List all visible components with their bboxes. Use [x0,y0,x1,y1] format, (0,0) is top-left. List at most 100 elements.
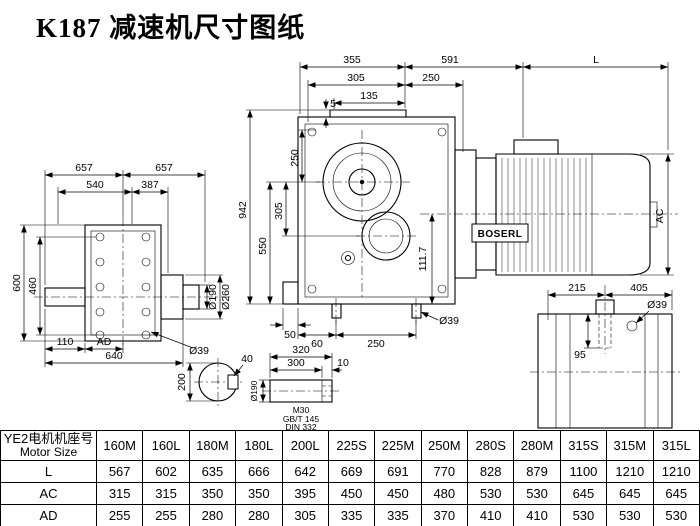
standard-gbt145: GB/T 145 [283,414,319,424]
dim-250-top: 250 [422,72,440,84]
cell-AC-10: 645 [559,482,608,505]
dim-305-top: 305 [347,72,365,84]
cell-AC-3: 350 [235,482,283,505]
cell-AC-7: 480 [420,482,469,505]
dim-405: 405 [630,282,648,294]
cell-AD-12: 530 [652,504,700,526]
dim-L: L [593,54,599,66]
cell-L-11: 1210 [606,460,654,483]
cell-L-5: 669 [327,460,376,483]
rear-view: 215 405 Ø39 95 [530,282,680,429]
cell-L-4: 642 [281,460,329,483]
column-header-280M: 280M [513,430,561,461]
dim-40: 40 [241,353,253,365]
cell-AD-1: 255 [142,504,190,526]
cell-AD-6: 335 [374,504,422,526]
column-header-315L: 315L [652,430,700,461]
cell-L-6: 691 [374,460,422,483]
dim-60: 60 [311,338,323,350]
dim-387: 387 [141,179,159,191]
column-header-315S: 315S [559,430,608,461]
dim-AC: AC [654,208,666,223]
thread-spec: M30 [293,405,310,415]
table-header-en: Motor Size [19,445,78,460]
column-header-200L: 200L [281,430,329,461]
cell-L-12: 1210 [652,460,700,483]
cell-AC-6: 450 [374,482,422,505]
front-view: 657 657 540 387 600 460 110 AD 64 [11,162,232,367]
dim-600: 600 [11,274,23,292]
cell-L-9: 879 [513,460,561,483]
column-header-250M: 250M [420,430,469,461]
cell-AD-11: 530 [606,504,654,526]
dim-300: 300 [287,357,305,369]
column-header-315M: 315M [606,430,654,461]
cell-L-8: 828 [466,460,515,483]
cell-AD-9: 410 [513,504,561,526]
dim-110: 110 [57,336,74,348]
dim-111-7: 111.7 [417,246,429,271]
dim-95: 95 [574,349,586,361]
dim-320: 320 [292,344,310,356]
dim-657-left: 657 [75,162,93,174]
dim-AD: AD [97,336,112,348]
dim-305-left: 305 [273,202,285,220]
table-row-L: L 567 602 635 666 642 669 691 770 828 87… [0,460,700,483]
column-header-180M: 180M [188,430,237,461]
table-header-row: YE2电机机座号 Motor Size 160M 160L 180M 180L … [0,430,700,461]
dim-550: 550 [257,237,269,255]
shaft-end-view: 320 300 10 Ø190 M30 GB/T 145 DIN 332 [249,344,349,430]
motor-size-table: YE2电机机座号 Motor Size 160M 160L 180M 180L … [0,430,700,526]
cell-L-0: 567 [95,460,144,483]
cell-AD-2: 280 [188,504,237,526]
cell-L-2: 635 [188,460,237,483]
page-title: K187 减速机尺寸图纸 [36,13,306,43]
dim-657-right: 657 [155,162,173,174]
dim-dia190-front: Ø190 [207,284,219,310]
column-header-160M: 160M [95,430,144,461]
dim-dia39-front: Ø39 [189,345,209,357]
dim-215: 215 [568,282,586,294]
dim-942: 942 [237,201,249,219]
dim-250-left: 250 [289,149,301,167]
cell-AC-8: 530 [466,482,515,505]
dim-dia260-front: Ø260 [220,284,232,310]
dim-640: 640 [105,350,123,362]
cell-AC-9: 530 [513,482,561,505]
column-header-180L: 180L [235,430,283,461]
cell-AD-8: 410 [466,504,515,526]
dim-50: 50 [284,329,296,341]
motor-nameplate [471,223,529,243]
side-view: 355 591 L 305 250 135 942 550 305 250 [237,54,669,350]
cell-AC-4: 395 [281,482,329,505]
cell-AC-2: 350 [188,482,237,505]
cell-AD-10: 530 [559,504,608,526]
table-corner-cell: YE2电机机座号 Motor Size [0,430,97,461]
dim-250-bottom: 250 [367,338,385,350]
motor-view: BOSERL AC [420,139,678,279]
table-header-cn: YE2电机机座号 [3,430,94,446]
dim-200: 200 [176,373,188,391]
brand-label: BOSERL [478,229,523,240]
dim-135: 135 [360,90,378,102]
dim-355: 355 [343,54,361,66]
cell-L-3: 666 [235,460,283,483]
shaft-section-view: 200 40 [176,353,253,406]
dim-540: 540 [86,179,104,191]
table-row-AC: AC 315 315 350 350 395 450 450 480 530 5… [0,482,700,505]
cell-AD-3: 280 [235,504,283,526]
dim-dia190-shaft: Ø190 [249,380,259,401]
dim-dia39-rear: Ø39 [647,299,667,311]
cell-AD-5: 335 [327,504,376,526]
column-header-225S: 225S [327,430,376,461]
column-header-280S: 280S [466,430,515,461]
cell-AC-11: 645 [606,482,654,505]
column-header-160L: 160L [142,430,190,461]
dim-10: 10 [337,357,349,369]
cell-AD-7: 370 [420,504,469,526]
cell-AC-5: 450 [327,482,376,505]
cell-AD-0: 255 [95,504,144,526]
dim-dia39-side: Ø39 [439,315,459,327]
row-label-L: L [0,460,97,483]
cell-AC-12: 645 [652,482,700,505]
